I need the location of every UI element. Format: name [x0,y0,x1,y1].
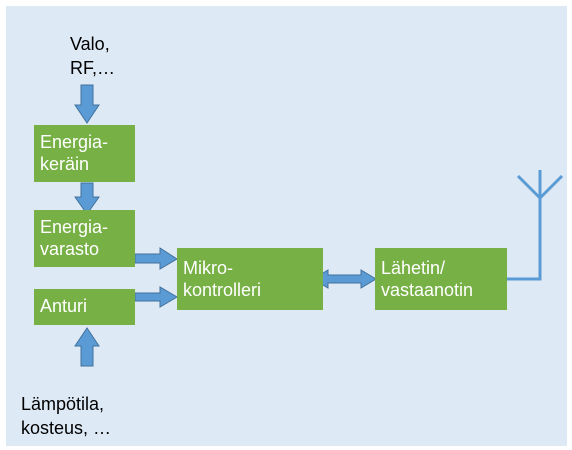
input-temperature-humidity-label: Lämpötila, kosteus, … [21,394,112,438]
arrow-input-to-sensor [74,327,100,367]
arrow-input-to-harvester [74,84,100,124]
sensor-block: Anturi [34,289,135,325]
input-light-rf-label: Valo, RF,… [70,34,115,78]
arrow-sensor-to-mcu [134,286,178,308]
arrow-storage-to-mcu [134,247,178,270]
arrow-harvester-to-storage [74,182,100,215]
energy-storage-block: Energia- varasto [34,210,135,267]
antenna-feed-line [507,196,542,281]
transceiver-block: Lähetin/ vastaanotin [375,248,507,310]
energy-harvester-block: Energia- keräin [34,125,135,182]
microcontroller-block: Mikro- kontrolleri [177,248,323,310]
antenna-icon [516,170,564,200]
